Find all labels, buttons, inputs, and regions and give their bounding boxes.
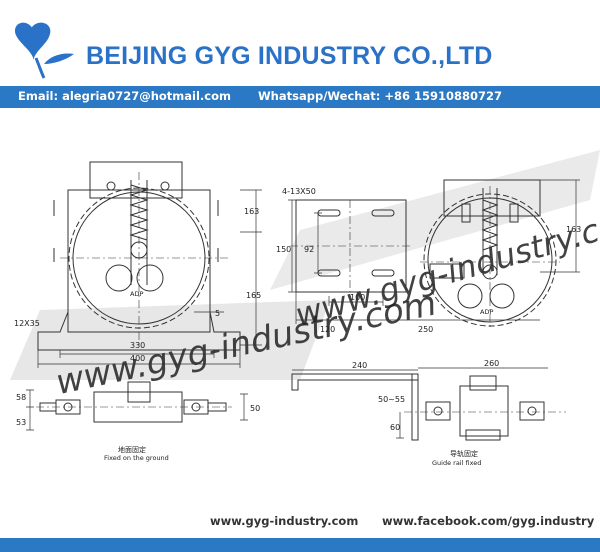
ground-dim-58: 58 bbox=[16, 393, 26, 402]
ground-caption-en: Fixed on the ground bbox=[104, 454, 169, 462]
ground-plan bbox=[26, 381, 248, 431]
footer-facebook[interactable]: www.facebook.com/gyg.industry bbox=[382, 514, 595, 528]
plate-view bbox=[288, 199, 540, 324]
plate-dim-92: 92 bbox=[304, 245, 314, 254]
ground-plan-labels: 58 53 50 地面固定 Fixed on the ground bbox=[16, 393, 260, 462]
plate-dim-120: 120 bbox=[320, 325, 335, 334]
footer-strip bbox=[0, 538, 600, 552]
front-adp: ADP bbox=[130, 290, 143, 298]
ground-dim-50: 50 bbox=[250, 404, 260, 413]
company-name: BEIJING GYG INDUSTRY CO.,LTD bbox=[86, 42, 493, 70]
rail-dim-260: 260 bbox=[484, 359, 499, 368]
email-text: Email: alegria0727@hotmail.com bbox=[18, 89, 231, 103]
ground-dim-53: 53 bbox=[16, 418, 26, 427]
rail-plan bbox=[291, 367, 566, 441]
footer-website[interactable]: www.gyg-industry.com bbox=[210, 514, 359, 528]
rail-dim-240: 240 bbox=[352, 361, 367, 370]
front-view-labels: 163 165 5 12X35 330 400 ADP bbox=[14, 207, 261, 363]
side-adp: ADP bbox=[480, 308, 493, 316]
front-dim-163: 163 bbox=[244, 207, 259, 216]
side-view-labels: 163 ADP bbox=[480, 225, 581, 316]
whatsapp-text: Whatsapp/Wechat: +86 15910880727 bbox=[258, 89, 502, 103]
plate-dim-150: 150 bbox=[276, 245, 291, 254]
rail-caption-en: Guide rail fixed bbox=[432, 459, 481, 467]
rail-plan-labels: 240 260 50~55 60 导轨固定 Guide rail fixed bbox=[352, 359, 499, 467]
contact-bar: Email: alegria0727@hotmail.com Whatsapp/… bbox=[0, 86, 600, 108]
plate-dim-4-13x50: 4-13X50 bbox=[282, 187, 316, 196]
plate-dim-250: 250 bbox=[418, 325, 433, 334]
plate-view-labels: 4-13X50 150 92 100 120 250 bbox=[276, 187, 433, 334]
rail-dim-50-55: 50~55 bbox=[378, 395, 405, 404]
plate-dim-100: 100 bbox=[350, 293, 365, 302]
ground-caption-cn: 地面固定 bbox=[118, 445, 146, 454]
front-dim-12x35: 12X35 bbox=[14, 319, 40, 328]
front-view bbox=[37, 161, 262, 368]
rail-dim-60: 60 bbox=[390, 423, 400, 432]
footer: www.gyg-industry.com www.facebook.com/gy… bbox=[0, 512, 600, 552]
side-dim-163: 163 bbox=[566, 225, 581, 234]
side-view bbox=[420, 179, 580, 330]
drawing-svg: www.gyg-industry.com www.gyg-industry.co… bbox=[10, 150, 600, 467]
front-dim-330: 330 bbox=[130, 341, 145, 350]
logo-icon bbox=[14, 22, 74, 79]
rail-caption-cn: 导轨固定 bbox=[450, 449, 478, 458]
front-dim-400: 400 bbox=[130, 354, 145, 363]
technical-drawing: www.gyg-industry.com www.gyg-industry.co… bbox=[0, 108, 600, 512]
header: BEIJING GYG INDUSTRY CO.,LTD bbox=[0, 0, 600, 84]
front-dim-5: 5 bbox=[215, 309, 220, 318]
front-dim-165: 165 bbox=[246, 291, 261, 300]
